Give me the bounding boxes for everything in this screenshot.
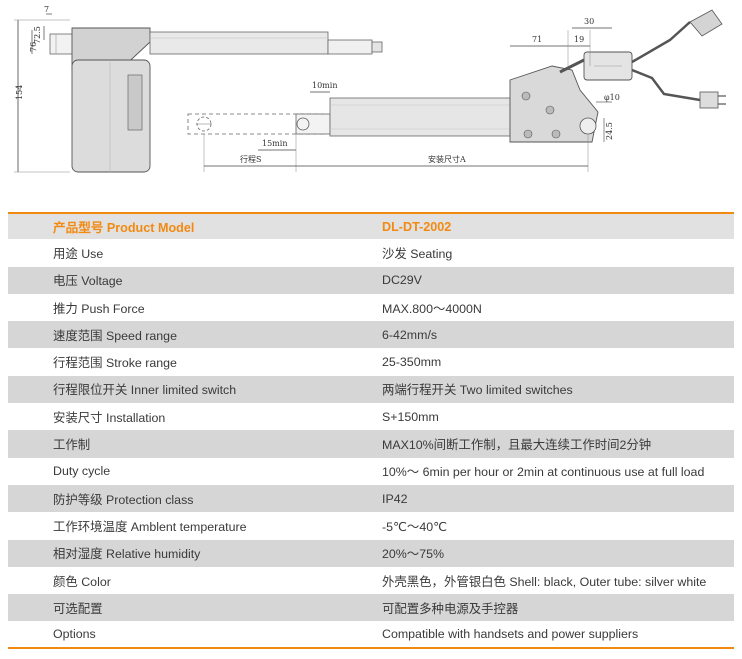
dim-76: 76	[29, 42, 38, 52]
table-row: 颜色 Color 外壳黑色，外管银白色 Shell: black, Outer t…	[8, 567, 734, 594]
row-value: 25-350mm	[382, 355, 442, 370]
header-label: 产品型号 Product Model	[53, 221, 195, 236]
table-row: Duty cycle 10%～ 6min per hour or 2min at …	[8, 458, 734, 485]
table-row: 速度范围 Speed range 6-42mm/s	[8, 321, 734, 349]
dim-154: 154	[15, 85, 24, 100]
row-label: 行程范围 Stroke range	[53, 356, 177, 371]
dim-72-5: 72.5	[33, 26, 42, 44]
row-label: 防护等级 Protection class	[53, 492, 194, 507]
dim-stroke-s: 行程S	[240, 154, 261, 164]
row-value: MAX.800～4000N	[382, 301, 482, 316]
row-label: 安装尺寸 Installation	[53, 410, 166, 425]
table-row: 工作环境温度 Amblent temperature -5℃～40℃	[8, 512, 734, 539]
row-value: 10%～ 6min per hour or 2min at continuous…	[382, 465, 705, 480]
table-row: 行程限位开关 Inner limited switch 两端行程开关 Two li…	[8, 375, 734, 404]
row-label: Duty cycle	[53, 464, 111, 479]
row-value: MAX10%间断工作制，且最大连续工作时间2分钟	[382, 438, 652, 453]
table-row: 防护等级 Protection class IP42	[8, 484, 734, 513]
dim-24-5: 24.5	[605, 122, 614, 140]
row-value: 外壳黑色，外管银白色 Shell: black, Outer tube: sil…	[382, 574, 707, 589]
table-row: 推力 Push Force MAX.800～4000N	[8, 294, 734, 321]
dim-30: 30	[584, 17, 594, 26]
row-label: 用途 Use	[53, 246, 104, 261]
table-header-row: 产品型号 Product Model DL-DT-2002	[8, 212, 734, 240]
row-label: 可选配置	[53, 601, 103, 616]
row-label: 速度范围 Speed range	[53, 328, 177, 343]
dim-install-a: 安装尺寸A	[428, 154, 466, 164]
table-row: 行程范围 Stroke range 25-350mm	[8, 348, 734, 375]
row-value: 可配置多种电源及手控器	[382, 601, 519, 616]
row-value: Compatible with handsets and power suppl…	[382, 627, 639, 642]
row-value: -5℃～40℃	[382, 519, 448, 534]
row-label: Options	[53, 627, 96, 642]
dim-19: 19	[574, 35, 584, 44]
table-row: 用途 Use 沙发 Seating	[8, 239, 734, 266]
table-row: 安装尺寸 Installation S+150mm	[8, 403, 734, 430]
table-body: 用途 Use 沙发 Seating 电压 Voltage DC29V 推力 Push F…	[8, 239, 734, 649]
dim-10min: 10min	[312, 81, 337, 90]
spec-table: 产品型号 Product Model DL-DT-2002 用途 Use 沙发 S…	[8, 212, 734, 649]
row-label: 相对湿度 Relative humidity	[53, 547, 201, 562]
dim-71: 71	[532, 35, 542, 44]
row-label: 工作制	[53, 438, 91, 453]
table-row: 工作制 MAX10%间断工作制，且最大连续工作时间2分钟	[8, 430, 734, 458]
table-row: Options Compatible with handsets and powe…	[8, 621, 734, 649]
row-value: DC29V	[382, 273, 422, 288]
row-value: IP42	[382, 491, 408, 506]
row-value: 沙发 Seating	[382, 246, 453, 261]
dim-15min: 15min	[262, 139, 287, 148]
actuator-drawing-svg: 154 76 72.5 7	[14, 5, 726, 173]
row-value: 两端行程开关 Two limited switches	[382, 383, 573, 398]
header-value: DL-DT-2002	[382, 219, 452, 234]
left-drawing: 154 76 72.5 7	[14, 5, 383, 173]
row-label: 颜色 Color	[53, 574, 111, 589]
right-drawing: 30 71 19 10min 15min 行程S 安装尺寸A φ10 24.5	[187, 9, 726, 172]
row-value: S+150mm	[382, 409, 439, 424]
row-label: 推力 Push Force	[53, 301, 145, 316]
table-row: 相对湿度 Relative humidity 20%～75%	[8, 539, 734, 567]
dim-7: 7	[44, 5, 49, 14]
row-label: 电压 Voltage	[53, 274, 123, 289]
row-label: 行程限位开关 Inner limited switch	[53, 383, 237, 398]
row-value: 6-42mm/s	[382, 327, 438, 342]
table-row: 可选配置 可配置多种电源及手控器	[8, 594, 734, 622]
row-value: 20%～75%	[382, 547, 444, 562]
row-label: 工作环境温度 Amblent temperature	[53, 519, 247, 534]
technical-drawings: 154 76 72.5 7	[0, 0, 742, 196]
dim-phi10: φ10	[604, 93, 620, 102]
table-row: 电压 Voltage DC29V	[8, 266, 734, 294]
